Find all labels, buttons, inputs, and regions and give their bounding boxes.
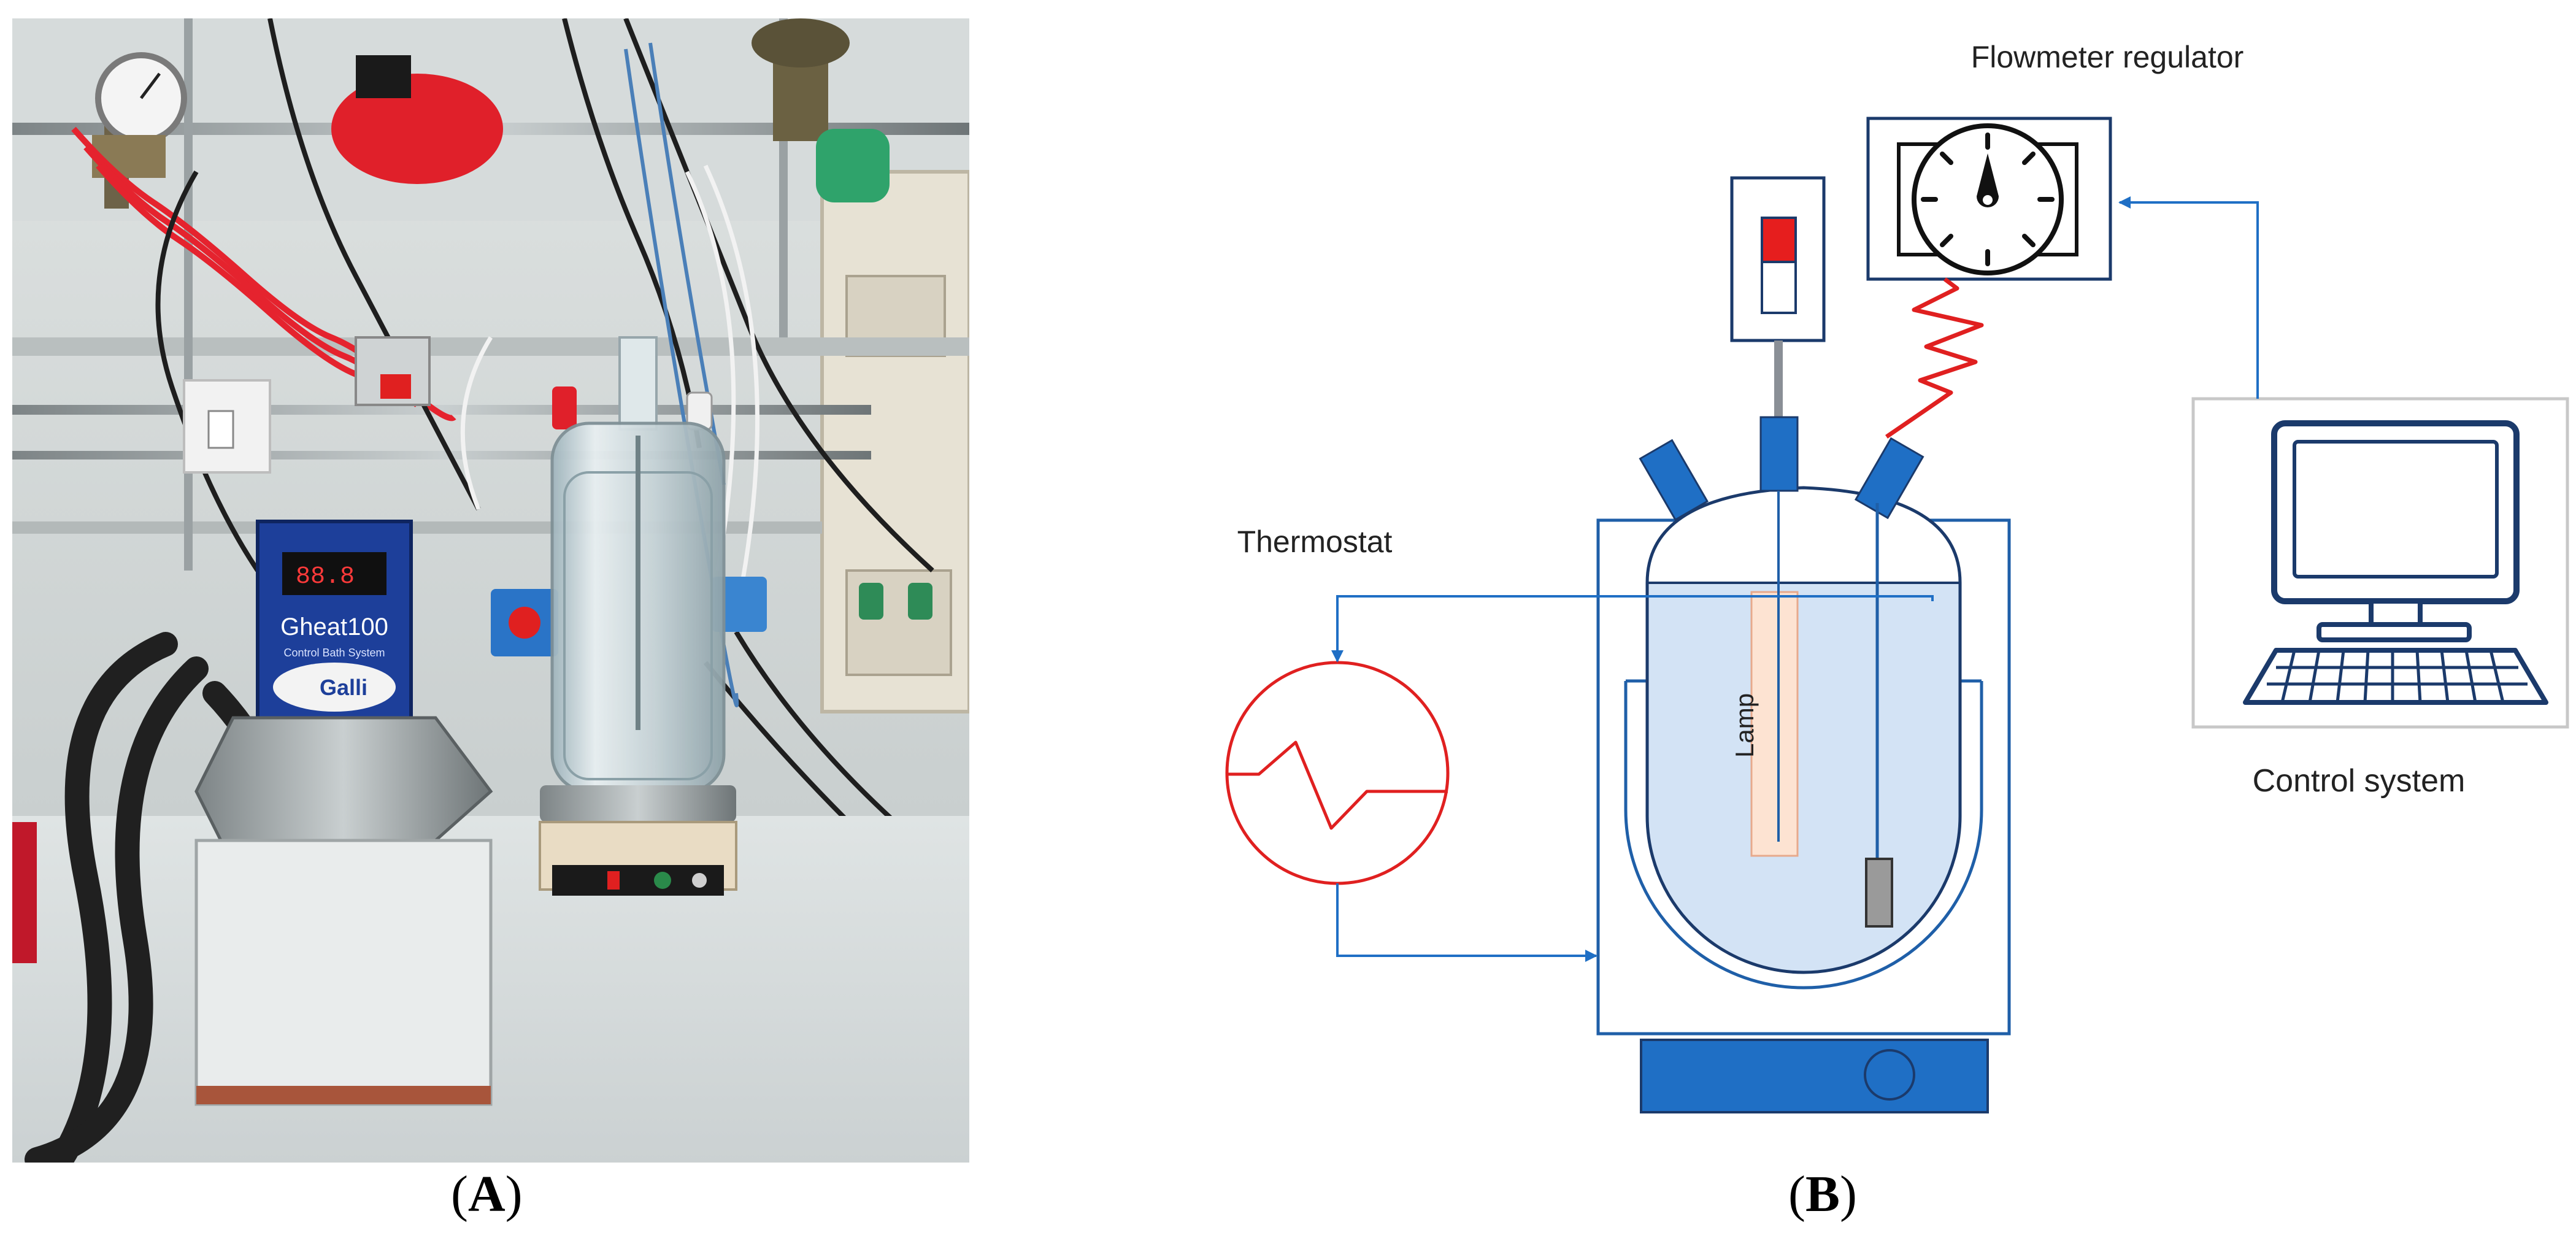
gauge-ticks (1921, 133, 2055, 266)
switch-box (183, 379, 271, 474)
thermostat-signal (1227, 740, 1448, 830)
port-left (1639, 439, 1709, 521)
panel-label-b: (B) (1788, 1166, 1857, 1223)
magnetic-stirrer (539, 821, 737, 896)
svg-text:88.8: 88.8 (296, 563, 355, 591)
probe (1865, 858, 1893, 928)
reactor-vessel (1645, 583, 1962, 974)
flowmeter-label: Flowmeter regulator (1971, 40, 2244, 74)
flowmeter-regulator (1866, 117, 2112, 281)
gas-line-spring (1885, 277, 1984, 439)
control-signal-arrow (2118, 196, 2259, 399)
lamp-cable (1774, 340, 1783, 420)
bath-box (194, 839, 493, 1106)
device-logo: Galli (320, 675, 367, 700)
reactor-vessel-liquid (1647, 583, 1960, 972)
lab-photo: 88.8 Gheat100 Control Bath System Galli (12, 18, 969, 1163)
bath-lid (194, 716, 493, 842)
red-pump (331, 74, 503, 184)
thermostat-outflow (1336, 883, 1598, 962)
port-right (1854, 437, 1924, 520)
lamp (1750, 591, 1799, 857)
glass-reactor (540, 336, 736, 822)
lamp-power-box (1730, 176, 1826, 420)
green-valve (908, 583, 932, 620)
thermostat-label: Thermostat (1237, 525, 1393, 559)
control-system-label: Control system (2253, 763, 2466, 799)
device-brand: Gheat100 (280, 613, 388, 640)
reactor-jacket (1624, 681, 1983, 990)
support-rod (12, 451, 871, 459)
keyboard-keys (2267, 650, 2528, 703)
thermostat-inflow (1331, 595, 1934, 663)
port-center (1759, 416, 1799, 492)
keyboard (2243, 648, 2548, 705)
gauge-needle (1977, 153, 1999, 207)
stirrer-knob (1864, 1049, 1915, 1101)
thermostat (1225, 661, 1450, 885)
stirrer-plate (1640, 1039, 1989, 1113)
power-indicator (1763, 219, 1794, 261)
control-system (2191, 397, 2569, 729)
green-valve (859, 583, 883, 620)
device-subtitle: Control Bath System (283, 647, 385, 659)
lamp-label: Lamp (1730, 693, 1759, 758)
panel-label-a: (A) (451, 1166, 523, 1223)
reactor-schematic: Flowmeter regulator (1225, 40, 2569, 1113)
thermostat-unit: 88.8 Gheat100 Control Bath System Galli (256, 520, 413, 738)
